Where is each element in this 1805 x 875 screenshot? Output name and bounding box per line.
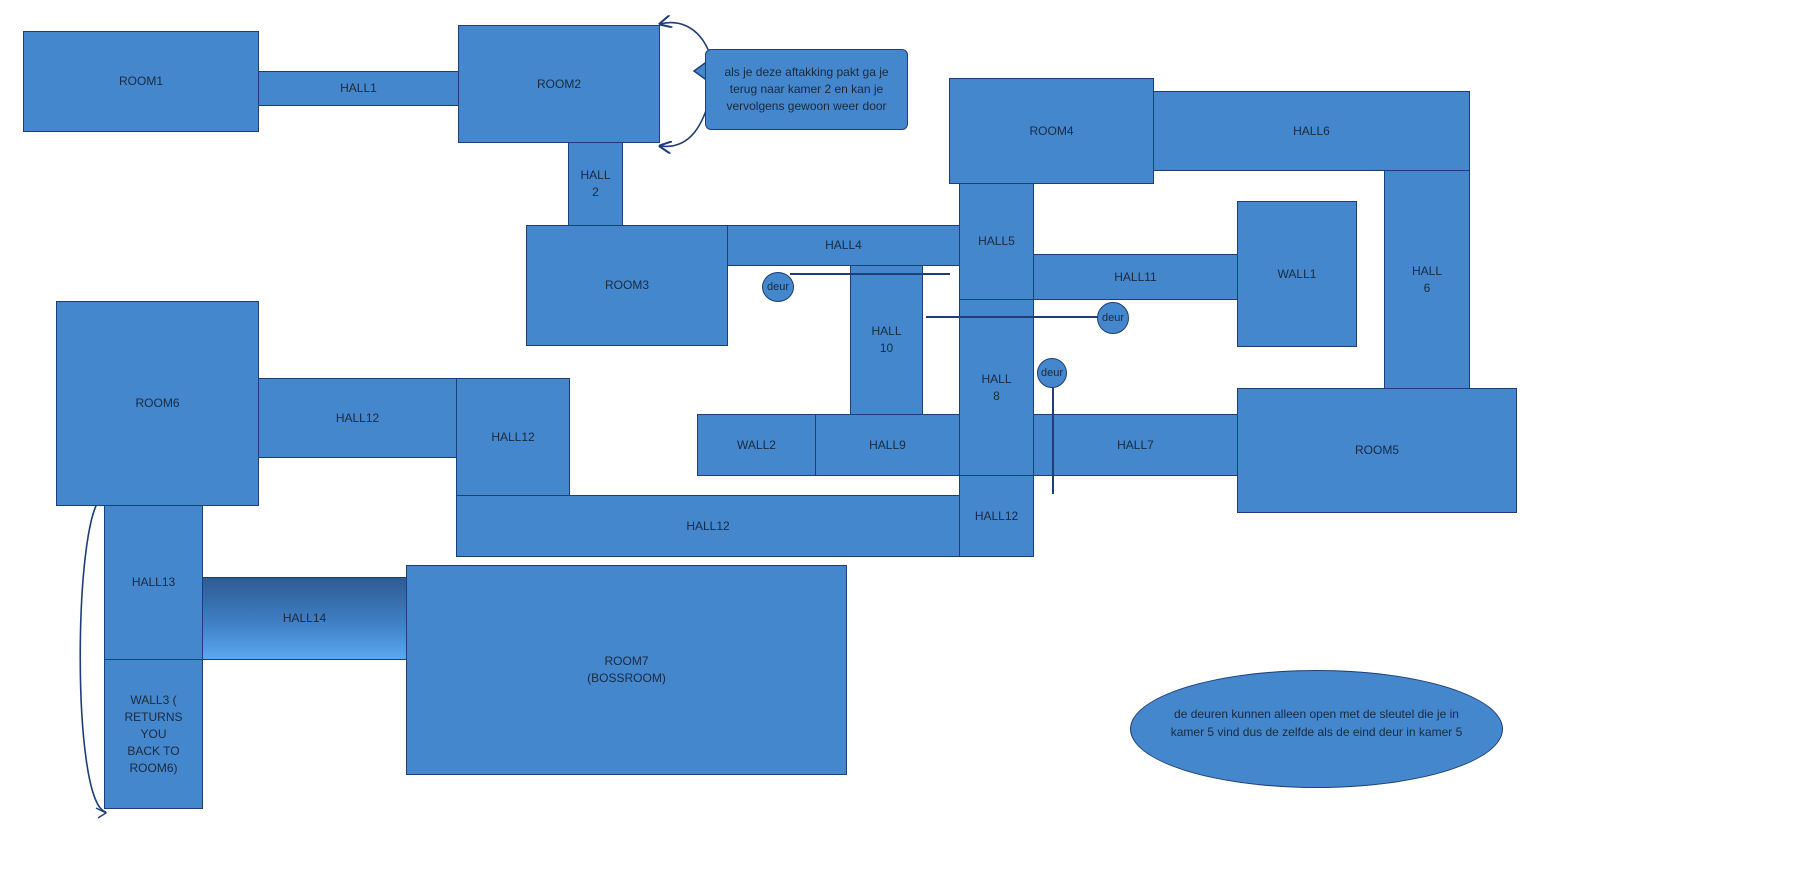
callout-pointer-mask [706, 59, 709, 79]
room6: ROOM6 [56, 301, 259, 506]
hall8: HALL 8 [959, 299, 1034, 476]
hall14: HALL14 [202, 577, 407, 660]
door-hall8: deur [1037, 358, 1067, 388]
room1: ROOM1 [23, 31, 259, 132]
hall1: HALL1 [258, 71, 459, 106]
door-hall4: deur [762, 272, 794, 302]
hall2: HALL 2 [568, 142, 623, 226]
wall1: WALL1 [1237, 201, 1357, 347]
hall4: HALL4 [727, 225, 960, 266]
room5: ROOM5 [1237, 388, 1517, 513]
room7-bossroom: ROOM7 (BOSSROOM) [406, 565, 847, 775]
hall6-horizontal: HALL6 [1153, 91, 1470, 171]
wall3: WALL3 ( RETURNS YOU BACK TO ROOM6) [104, 659, 203, 809]
hall12-lower: HALL12 [456, 495, 960, 557]
hall12-middle: HALL12 [456, 378, 570, 496]
hall11: HALL11 [1033, 254, 1238, 300]
hall12-junction: HALL12 [959, 475, 1034, 557]
hall6-vertical: HALL 6 [1384, 170, 1470, 389]
hall13: HALL13 [104, 505, 203, 660]
hall9: HALL9 [815, 414, 960, 476]
door-line-hall7 [1052, 388, 1054, 494]
room3: ROOM3 [526, 225, 728, 346]
hall12-upper: HALL12 [258, 378, 457, 458]
hall5: HALL5 [959, 183, 1034, 300]
door-line-hall8 [926, 316, 1112, 318]
hall10: HALL 10 [850, 265, 923, 415]
room2: ROOM2 [458, 25, 660, 143]
door-line-hall4 [790, 273, 950, 275]
wall2: WALL2 [697, 414, 816, 476]
door-hall11: deur [1097, 302, 1129, 334]
callout-note: als je deze aftakking pakt ga je terug n… [705, 49, 908, 130]
room4: ROOM4 [949, 78, 1154, 184]
wall3-return-loop [79, 496, 107, 813]
ellipse-note: de deuren kunnen alleen open met de sleu… [1130, 670, 1503, 788]
hall7: HALL7 [1033, 414, 1238, 476]
